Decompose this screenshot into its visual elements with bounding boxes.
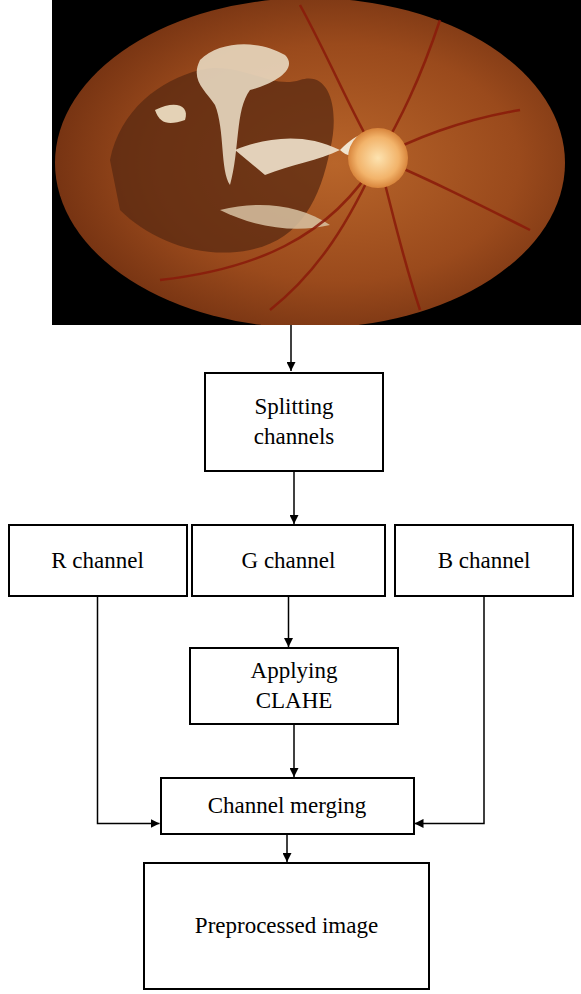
node-label: R channel [18, 546, 178, 576]
text-wrap: Splitting channels [234, 392, 354, 452]
fundus-photo [52, 0, 581, 325]
channel-box: B channel [394, 524, 574, 597]
text-wrap: Applying CLAHE [219, 656, 369, 716]
flow-arrow [293, 472, 295, 524]
flow-arrow [98, 597, 160, 823]
node-label: G channel [201, 546, 376, 576]
text-wrap: Channel merging [170, 791, 405, 821]
retina [55, 0, 565, 325]
lesion [155, 105, 186, 123]
process-box: Splitting channels [204, 372, 384, 472]
channel-box: G channel [191, 524, 386, 597]
flow-arrow [288, 597, 290, 647]
node-label: Applying CLAHE [219, 656, 369, 716]
lesion [235, 138, 340, 175]
process-box: Channel merging [160, 777, 415, 835]
output-box: Preprocessed image [143, 862, 430, 990]
lesion [220, 205, 330, 229]
text-wrap: Preprocessed image [154, 911, 419, 941]
node-label: B channel [404, 546, 564, 576]
node-label: Channel merging [170, 791, 405, 821]
flow-arrow [293, 725, 295, 777]
vessels [160, 5, 530, 310]
flow-arrow [286, 835, 288, 862]
node-label: Splitting channels [234, 392, 354, 452]
process-box: Applying CLAHE [189, 647, 399, 725]
flow-arrow [415, 597, 485, 823]
optic-disc [348, 128, 408, 188]
input-arrow [290, 325, 292, 371]
channel-box: R channel [8, 524, 188, 597]
text-wrap: G channel [201, 546, 376, 576]
node-label: Preprocessed image [154, 911, 419, 941]
text-wrap: R channel [18, 546, 178, 576]
text-wrap: B channel [404, 546, 564, 576]
